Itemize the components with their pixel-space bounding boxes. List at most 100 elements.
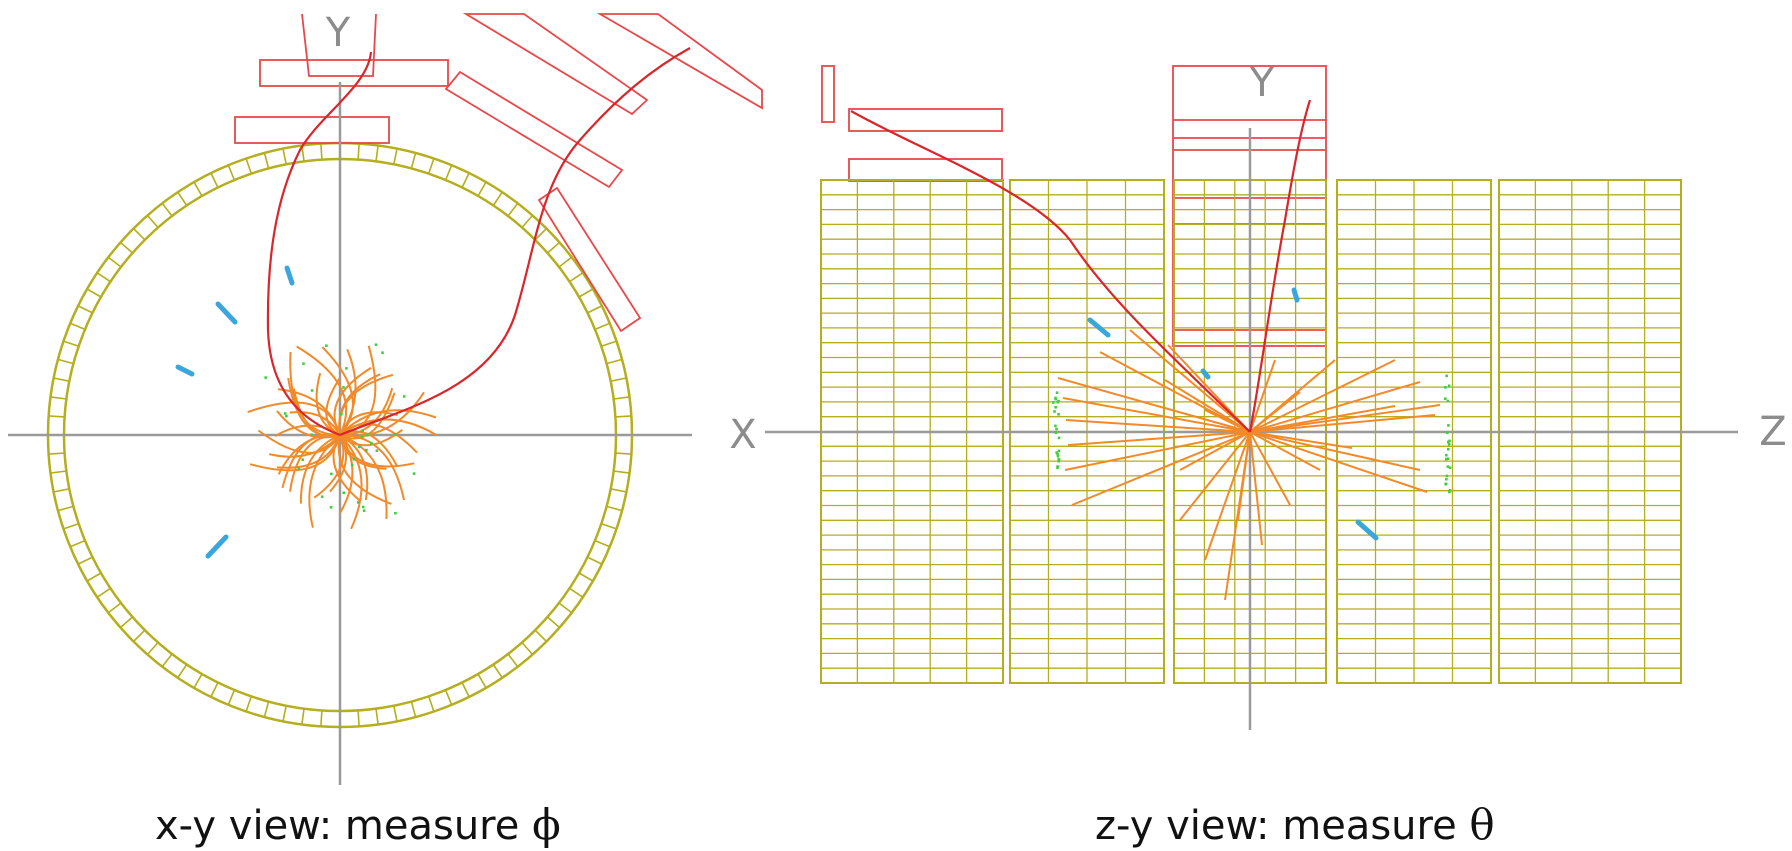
- charged-track: [1249, 381, 1421, 433]
- calorimeter-segment: [53, 488, 70, 493]
- calorimeter-segment: [594, 539, 611, 548]
- calorimeter-segment: [444, 164, 453, 181]
- muon-chamber: [259, 59, 449, 87]
- energy-deposits: [1052, 374, 1452, 494]
- calorimeter-segment: [615, 415, 632, 418]
- energy-deposit: [1057, 459, 1060, 463]
- energy-deposit: [340, 412, 343, 416]
- energy-deposit: [352, 458, 356, 461]
- calorimeter-segment: [615, 452, 632, 455]
- energy-deposit: [1445, 431, 1449, 434]
- energy-deposit: [360, 435, 364, 439]
- charged-track: [1249, 431, 1321, 471]
- track-segment: [284, 265, 295, 286]
- charged-track: [1249, 359, 1396, 433]
- calorimeter-segment: [86, 288, 102, 298]
- charged-track: [1249, 359, 1336, 433]
- charged-track: [325, 377, 341, 436]
- energy-deposit: [393, 433, 397, 436]
- energy-deposit: [361, 505, 365, 509]
- charged-track: [1249, 431, 1353, 449]
- energy-deposit: [1446, 399, 1450, 403]
- calorimeter-segment: [444, 689, 453, 706]
- calorimeter-segment: [161, 202, 173, 217]
- charged-track: [1249, 431, 1428, 493]
- calorimeter-segment: [77, 556, 93, 565]
- charged-track: [1179, 431, 1251, 471]
- charged-track: [299, 434, 341, 504]
- calorimeter-segment: [410, 152, 417, 169]
- calorimeter-segment: [161, 653, 173, 668]
- calorimeter-segment: [613, 470, 630, 474]
- energy-deposit: [1057, 458, 1061, 461]
- calorimeter-segment: [357, 710, 360, 727]
- calorimeter-segment: [48, 415, 65, 418]
- track-segment: [1200, 368, 1211, 380]
- calorimeter-segment: [357, 143, 360, 160]
- energy-deposit: [1054, 431, 1058, 434]
- calorimeter-segment: [107, 256, 122, 268]
- energy-deposit: [1445, 453, 1448, 457]
- energy-deposit: [357, 445, 361, 449]
- calorimeter-segment: [427, 696, 435, 712]
- energy-deposit: [1444, 482, 1448, 486]
- calorimeter-segment: [53, 377, 70, 382]
- calorimeter-segment: [57, 358, 74, 365]
- calorimeter-segments: [48, 143, 632, 727]
- calorimeter-segment: [119, 616, 134, 629]
- energy-deposit: [370, 442, 373, 445]
- charged-track: [1237, 431, 1251, 521]
- caption-zy-symbol: θ: [1469, 800, 1494, 849]
- calorimeter-segment: [57, 505, 74, 512]
- energy-deposit: [1056, 400, 1060, 404]
- energy-deposit: [375, 449, 379, 452]
- charged-track: [1062, 397, 1251, 433]
- energy-deposit: [1057, 413, 1060, 416]
- energy-deposit: [345, 367, 348, 370]
- calorimeter-segment: [461, 682, 470, 698]
- energy-deposit: [342, 386, 345, 389]
- charged-track: [337, 434, 392, 505]
- energy-deposit: [264, 376, 267, 379]
- calorimeter-segment: [587, 305, 603, 314]
- energy-deposit: [350, 463, 354, 467]
- charged-track: [1067, 431, 1251, 446]
- charged-track: [296, 345, 348, 436]
- calorimeter-segment: [227, 164, 236, 181]
- muon-tracks: [850, 99, 1312, 433]
- charged-tracks: [1057, 329, 1441, 601]
- energy-deposit: [329, 506, 333, 509]
- charged-track: [287, 377, 341, 438]
- calorimeter-segment: [50, 470, 67, 474]
- muon-track: [850, 110, 1251, 433]
- xy-view: Y X: [8, 10, 763, 785]
- track-segment: [1291, 287, 1300, 303]
- calorimeter-segment: [177, 191, 188, 206]
- energy-deposit: [1446, 465, 1450, 468]
- energy-deposit: [1444, 457, 1448, 461]
- energy-deposit: [283, 412, 287, 415]
- y-axis-label: Y: [1249, 60, 1275, 106]
- muon-chamber: [821, 65, 835, 123]
- energy-deposit: [402, 395, 406, 398]
- calorimeter-segment: [558, 602, 573, 614]
- charged-track: [257, 429, 341, 454]
- calorimeter-segment: [320, 710, 323, 727]
- calorimeter-segment: [69, 539, 86, 548]
- energy-deposit: [1057, 449, 1061, 453]
- calorimeter-segment: [132, 629, 146, 643]
- energy-deposit: [1057, 436, 1061, 440]
- calorimeter-segment: [146, 214, 159, 229]
- muon-chamber: [301, 13, 377, 77]
- calorimeter-segment: [534, 629, 548, 643]
- charged-track: [1204, 409, 1251, 433]
- calorimeter-segment: [96, 587, 111, 598]
- energy-deposit: [362, 509, 366, 512]
- charged-track: [339, 434, 363, 530]
- energy-deposit: [310, 389, 314, 392]
- charged-track: [1249, 359, 1276, 433]
- charged-track: [333, 367, 372, 436]
- charged-track: [1249, 414, 1436, 433]
- calorimeter-segment: [146, 641, 159, 656]
- muon-chamber: [537, 186, 642, 333]
